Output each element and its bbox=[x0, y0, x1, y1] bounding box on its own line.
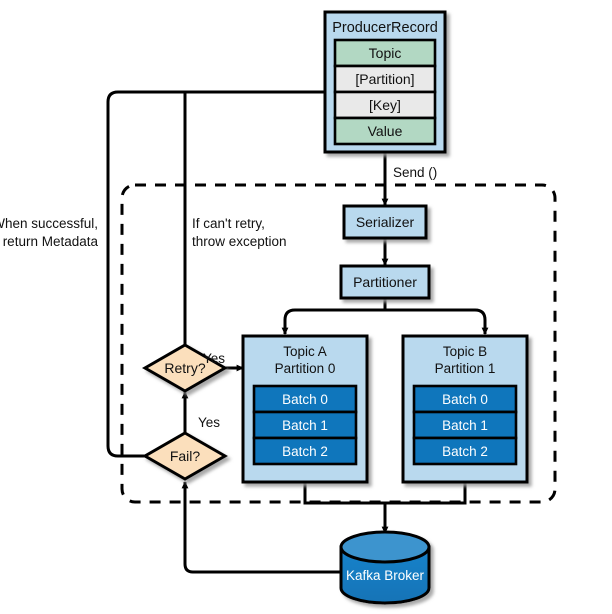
success-note-line-2: return Metadata bbox=[3, 234, 99, 249]
fail-decision: Fail? bbox=[141, 431, 229, 481]
flow-connectors bbox=[106, 88, 489, 574]
topic-a-batch-2: Batch 2 bbox=[282, 444, 328, 459]
edge-label-fail-yes: Yes bbox=[198, 415, 220, 430]
success-note: When successful, return Metadata bbox=[0, 216, 98, 249]
success-note-line-1: When successful, bbox=[0, 216, 98, 231]
producer-record-title: ProducerRecord bbox=[332, 20, 438, 36]
retry-decision: Retry? bbox=[141, 343, 229, 393]
retry-label: Retry? bbox=[164, 360, 205, 376]
edge-label-send: Send () bbox=[393, 165, 437, 180]
kafka-broker-cylinder bbox=[339, 530, 431, 605]
partitioner-label: Partitioner bbox=[353, 274, 417, 290]
topic-b-batch-2: Batch 2 bbox=[442, 444, 488, 459]
exception-note-line-2: throw exception bbox=[192, 234, 287, 249]
topic-b-batch-0: Batch 0 bbox=[442, 392, 488, 407]
exception-note: If can't retry, throw exception bbox=[192, 216, 287, 249]
topic-b-partition: Partition 1 bbox=[435, 361, 496, 376]
topic-a-batch-1: Batch 1 bbox=[282, 418, 328, 433]
edge-label-retry-yes: Yes bbox=[203, 351, 225, 366]
fail-label: Fail? bbox=[170, 448, 201, 464]
producer-record-box: ProducerRecord Topic [Partition] [Key] V… bbox=[323, 10, 447, 154]
producer-record-field-topic: Topic bbox=[369, 45, 402, 61]
kafka-broker-label: Kafka Broker bbox=[346, 568, 425, 583]
producer-record-field-partition: [Partition] bbox=[355, 71, 414, 87]
producer-record-field-value: Value bbox=[368, 123, 403, 139]
topic-b-name: Topic B bbox=[443, 344, 487, 359]
topic-b-box: Topic B Partition 1 Batch 0 Batch 1 Batc… bbox=[401, 334, 529, 484]
topic-a-partition: Partition 0 bbox=[275, 361, 336, 376]
topic-a-batch-0: Batch 0 bbox=[282, 392, 328, 407]
partitioner-box: Partitioner bbox=[339, 264, 431, 300]
exception-note-line-1: If can't retry, bbox=[192, 216, 265, 231]
producer-record-field-key: [Key] bbox=[369, 97, 401, 113]
topic-a-name: Topic A bbox=[283, 344, 327, 359]
serializer-label: Serializer bbox=[356, 214, 415, 230]
topic-a-box: Topic A Partition 0 Batch 0 Batch 1 Batc… bbox=[241, 334, 369, 484]
topic-b-batch-1: Batch 1 bbox=[442, 418, 488, 433]
serializer-box: Serializer bbox=[342, 204, 428, 240]
